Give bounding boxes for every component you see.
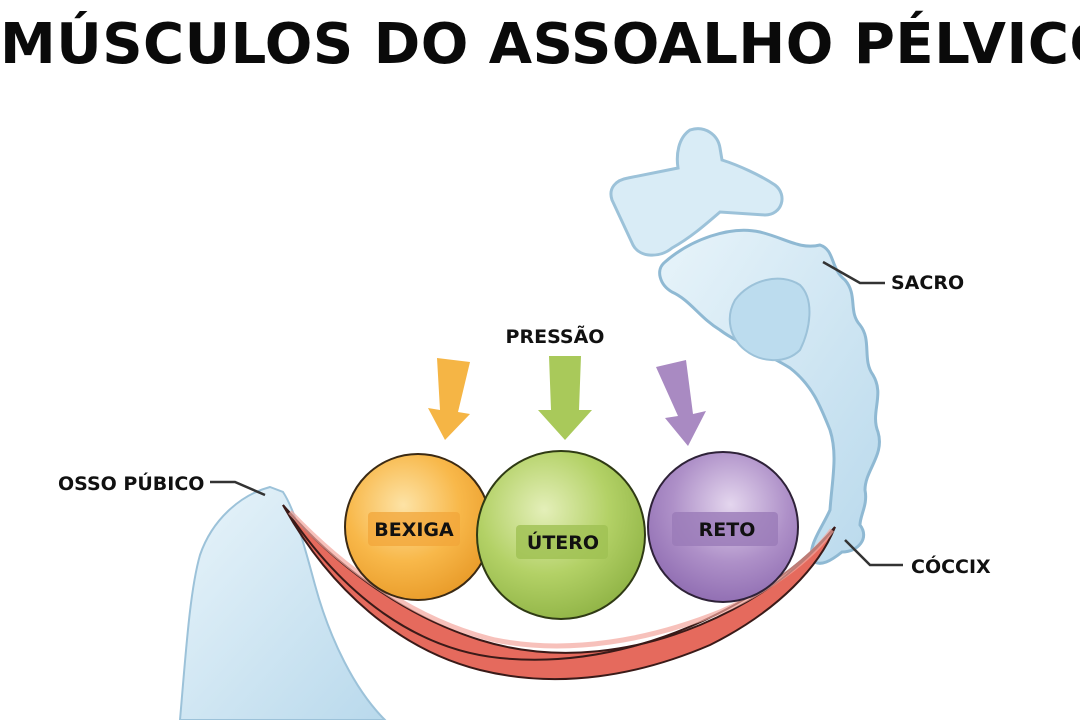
organ-uterus: ÚTERO [476, 450, 646, 620]
sacrum-label: SACRO [891, 272, 964, 294]
sacrum-bone [609, 127, 881, 565]
organ-bladder: BEXIGA [344, 453, 492, 601]
pubic-bone-label: OSSO PÚBICO [58, 471, 204, 495]
page-title: MÚSCULOS DO ASSOALHO PÉLVICO [0, 12, 1080, 77]
rectum-label: RETO [699, 519, 756, 541]
pressure-label: PRESSÃO [506, 324, 605, 348]
arrow-down-icon [538, 356, 592, 440]
sacrum-leader [822, 260, 885, 285]
organ-rectum: RETO [647, 451, 799, 603]
uterus-label: ÚTERO [527, 530, 599, 554]
arrow-down-icon [428, 358, 470, 440]
pubic-bone [178, 485, 387, 720]
arrow-down-icon [656, 360, 706, 446]
bladder-label: BEXIGA [374, 519, 454, 541]
pubic-bone-leader [210, 480, 266, 497]
coccyx-leader [844, 539, 903, 567]
coccyx-label: CÓCCIX [911, 554, 991, 578]
